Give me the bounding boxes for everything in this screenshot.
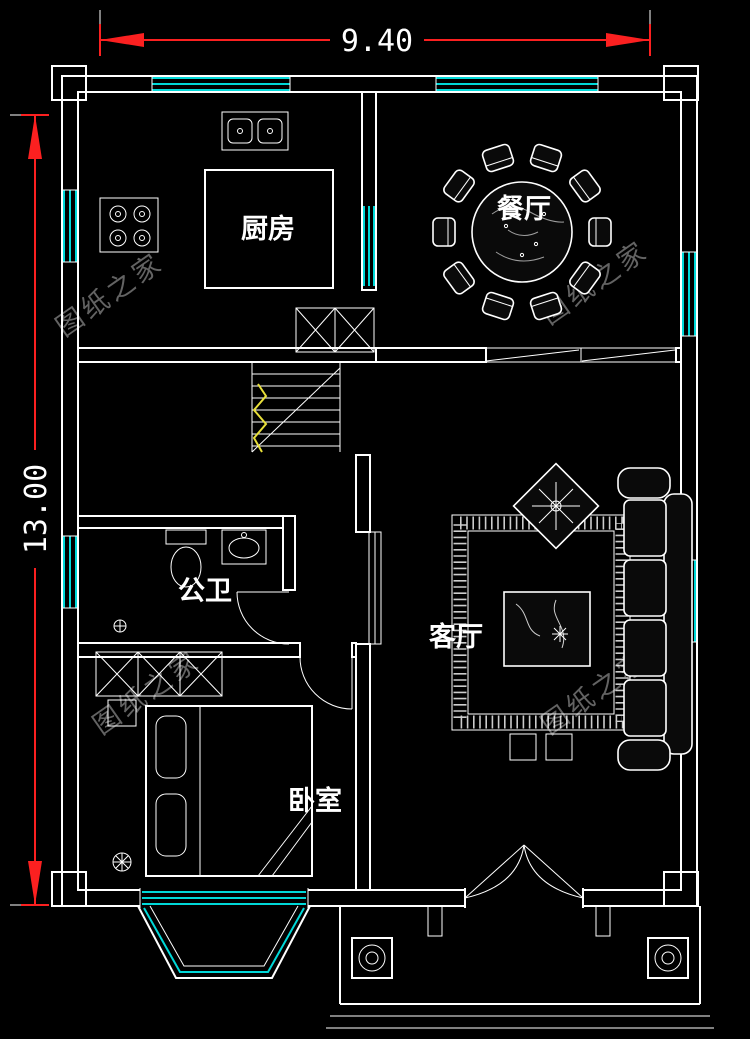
porch-column: [647, 937, 689, 979]
sofa: [617, 467, 693, 771]
dining-room: 餐厅: [432, 143, 612, 321]
bathroom-door: [236, 591, 290, 645]
outer-walls: [51, 65, 699, 907]
dining-chair: [529, 143, 563, 173]
stairs: [251, 362, 341, 453]
dining-table: [471, 181, 573, 283]
dimension-width-label: 9.40: [341, 24, 413, 59]
sliding-partition: [485, 347, 677, 363]
entry-double-door: [464, 844, 584, 899]
dining-chair: [443, 169, 475, 203]
porch-column: [351, 937, 393, 979]
bedroom-room: 卧室: [95, 651, 353, 877]
toilet: [165, 529, 207, 588]
interior-walls: [77, 91, 682, 891]
living-label: 客厅: [429, 621, 483, 652]
dining-chair: [481, 143, 515, 173]
bedroom-door: [299, 656, 353, 710]
bathroom-label: 公卫: [178, 576, 232, 606]
dining-chair: [432, 217, 456, 247]
dining-chair: [588, 217, 612, 247]
floor-drain: [113, 619, 127, 633]
dining-label: 餐厅: [497, 194, 551, 224]
kitchen-label: 厨房: [241, 214, 295, 244]
porch-wall: [427, 905, 443, 937]
side-table: [509, 733, 537, 761]
side-table: [545, 733, 573, 761]
plant: [512, 462, 600, 550]
bathroom-sink: [221, 529, 267, 565]
floor-lamp: [112, 852, 132, 872]
kitchen-room: 厨房: [99, 111, 375, 353]
dining-chair: [569, 261, 601, 295]
kitchen-island: [204, 169, 334, 289]
living-room: 客厅: [368, 462, 693, 771]
bay-window: [137, 888, 311, 979]
pocket-door: [368, 531, 382, 645]
dining-chair: [481, 291, 515, 321]
kitchen-cabinet: [295, 307, 375, 353]
dimension-left: 13.00: [10, 114, 54, 906]
dimension-top: 9.40: [99, 10, 651, 59]
stove: [99, 197, 159, 253]
dimension-height-label: 13.00: [19, 464, 54, 554]
porch-wall: [595, 905, 611, 937]
wardrobe: [95, 651, 223, 697]
coffee-table: [503, 591, 591, 667]
bathroom-room: 公卫: [113, 529, 290, 645]
dining-chair: [443, 261, 475, 295]
watermark-text: 图纸之家: [50, 247, 169, 343]
kitchen-sink: [221, 111, 289, 151]
dining-chair: [569, 169, 601, 203]
entry-porch: [326, 844, 714, 1029]
dining-chair: [529, 291, 563, 321]
nightstand: [107, 699, 137, 727]
bed: [145, 705, 313, 877]
bedroom-label: 卧室: [288, 785, 342, 816]
windows: [62, 76, 697, 643]
